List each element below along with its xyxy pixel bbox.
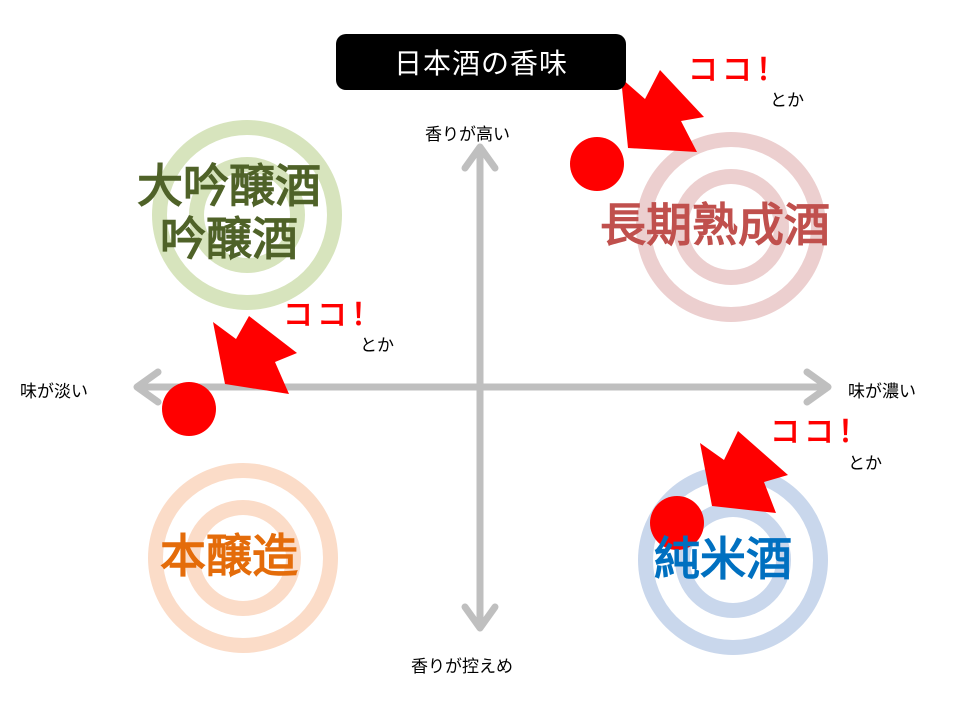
category-daiginjo-line2: 吟醸酒 — [160, 211, 298, 266]
axis-label-bottom: 香りが控えめ — [411, 657, 513, 677]
category-daiginjo: 大吟醸酒 吟醸酒 — [137, 160, 321, 266]
callout-koko-1: ココ！ — [688, 53, 790, 88]
callout-toka-2: とか — [360, 336, 394, 356]
choki-ring — [636, 132, 826, 322]
callout-toka-3: とか — [848, 454, 882, 474]
callout-toka-1: とか — [770, 91, 804, 111]
axis-label-right: 味が濃い — [848, 382, 916, 402]
callout-koko-2: ココ！ — [283, 298, 385, 333]
vertical-axis — [461, 143, 499, 632]
page-title: 日本酒の香味 — [336, 34, 626, 90]
category-choki: 長期熟成酒 — [600, 198, 830, 252]
arrow-icon-bottom-right — [700, 431, 788, 513]
callout-koko-3: ココ！ — [770, 415, 872, 450]
axis-label-left: 味が淡い — [20, 382, 88, 402]
category-honjozo: 本醸造 — [160, 529, 298, 583]
junmai-marker — [650, 496, 704, 550]
daiginjo-ring — [152, 120, 342, 310]
arrow-icon-top-right — [621, 70, 704, 152]
axis-label-top: 香りが高い — [425, 125, 510, 145]
category-junmai: 純米酒 — [654, 532, 792, 586]
choki-marker — [570, 137, 624, 191]
category-daiginjo-line1: 大吟醸酒 — [137, 159, 321, 213]
honjozo-ring — [148, 463, 338, 653]
arrow-icon-left — [213, 316, 297, 394]
junmai-ring — [638, 465, 828, 655]
daiginjo-marker — [162, 382, 216, 436]
